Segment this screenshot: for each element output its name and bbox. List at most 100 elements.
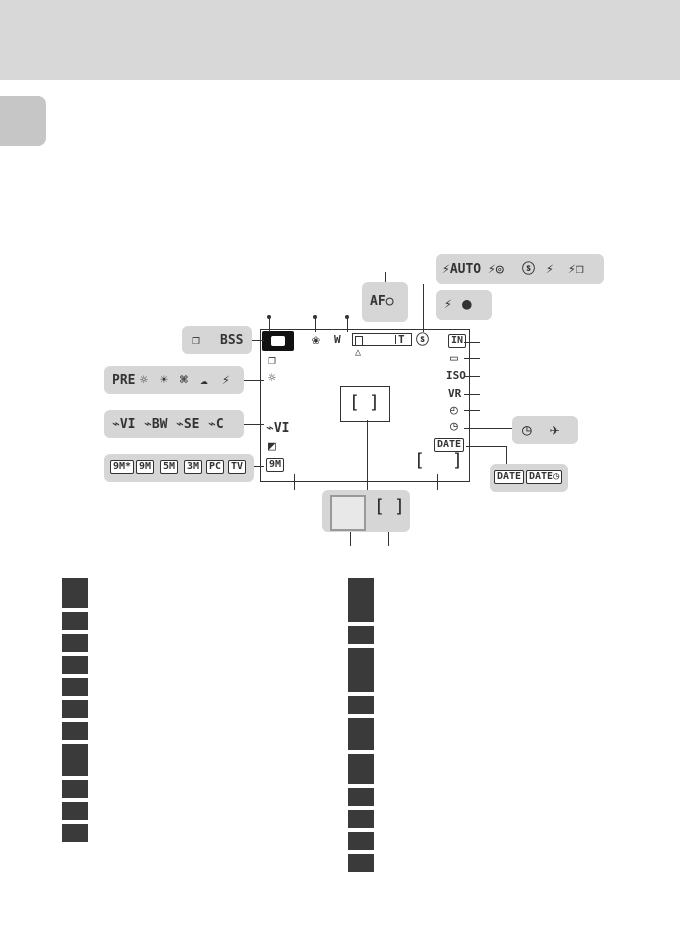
callout-line-11 bbox=[367, 420, 368, 490]
lcd-date-icon: DATE bbox=[434, 438, 465, 452]
lcd-memory-icon: IN bbox=[448, 334, 467, 348]
legend-right-10 bbox=[348, 854, 374, 872]
af-indicator-icon: AF○ bbox=[370, 294, 394, 309]
bss-icon: BSS bbox=[220, 333, 244, 348]
callout-line-6 bbox=[252, 340, 264, 341]
zoom-position-marker bbox=[355, 336, 363, 346]
legend-right-8 bbox=[348, 810, 374, 828]
image-3m-icon: 3M bbox=[184, 460, 203, 474]
wb-incandescent-icon: ☀ bbox=[160, 373, 168, 388]
lcd-continuous-icon: ❐ bbox=[268, 353, 276, 368]
callout-line-9 bbox=[254, 466, 264, 467]
zoom-wide-label: W bbox=[334, 333, 341, 346]
color-sepia-icon: ⌁SE bbox=[176, 417, 200, 432]
zoom-digital-tick bbox=[395, 335, 396, 344]
lcd-wb-icon: ☼ bbox=[268, 371, 276, 386]
callout-dot-2 bbox=[313, 315, 317, 319]
image-tv-icon: TV bbox=[228, 460, 247, 474]
color-vivid-icon: ⌁VI bbox=[112, 417, 136, 432]
wb-fluorescent-icon: ⌘ bbox=[180, 373, 188, 388]
zoom-bar bbox=[352, 333, 412, 346]
callout-line-3 bbox=[347, 318, 348, 332]
callout-line-14 bbox=[388, 532, 389, 546]
clock-modes-pill bbox=[512, 416, 578, 444]
wb-modes-pill bbox=[104, 366, 244, 394]
flash-off-icon: ⓢ bbox=[522, 262, 536, 277]
camera-icon bbox=[271, 336, 285, 346]
callout-line-20 bbox=[464, 428, 512, 429]
flash-ready-icon: ⚡ bbox=[444, 297, 452, 312]
lcd-vr-icon: VR bbox=[448, 387, 462, 400]
legend-right-9 bbox=[348, 832, 374, 850]
legend-left-6 bbox=[62, 700, 88, 718]
wb-daylight-icon: ☼ bbox=[140, 373, 148, 388]
continuous-icon: ❐ bbox=[192, 333, 200, 348]
macro-icon: ❀ bbox=[312, 333, 320, 348]
legend-left-1 bbox=[62, 578, 88, 608]
legend-left-2 bbox=[62, 612, 88, 630]
flash-ready-dot-icon: ● bbox=[462, 294, 472, 313]
legend-right-6 bbox=[348, 754, 374, 784]
callout-line-16 bbox=[464, 358, 480, 359]
focus-area-square bbox=[330, 495, 366, 531]
page-header-band bbox=[0, 0, 680, 80]
legend-right-5 bbox=[348, 718, 374, 750]
callout-line-1 bbox=[269, 318, 270, 332]
legend-right-7 bbox=[348, 788, 374, 806]
legend-left-4 bbox=[62, 656, 88, 674]
callout-line-17 bbox=[464, 376, 480, 377]
zoom-pointer-icon: △ bbox=[355, 347, 362, 358]
legend-right-2 bbox=[348, 626, 374, 644]
image-9m-icon: 9M bbox=[136, 460, 155, 474]
callout-line-18 bbox=[464, 394, 480, 395]
lcd-monitor bbox=[260, 329, 470, 482]
image-9m-star-icon: 9M* bbox=[110, 460, 135, 474]
callout-line-7 bbox=[244, 380, 264, 381]
home-clock-icon: ◷ bbox=[522, 420, 532, 439]
focus-bracket-left-icon: [ bbox=[374, 496, 385, 517]
legend-right-3 bbox=[348, 648, 374, 692]
af-bracket-left-icon: [ bbox=[349, 392, 360, 413]
legend-right-1 bbox=[348, 578, 374, 622]
continuous-modes-pill bbox=[182, 326, 252, 354]
section-tab-marker bbox=[0, 96, 46, 146]
lcd-battery-icon: ▭ bbox=[450, 351, 458, 366]
callout-line-22 bbox=[506, 446, 507, 464]
legend-left-7 bbox=[62, 722, 88, 740]
lcd-clock-icon: ◷ bbox=[450, 419, 458, 434]
lcd-flash-icon: ⓢ bbox=[416, 333, 430, 348]
legend-left-11 bbox=[62, 824, 88, 842]
date-imprint-icon: DATE bbox=[494, 470, 525, 484]
travel-clock-icon: ✈ bbox=[550, 420, 560, 439]
callout-line-4 bbox=[385, 272, 386, 282]
zoom-tele-label: T bbox=[398, 333, 405, 346]
legend-left-9 bbox=[62, 780, 88, 798]
callout-line-21 bbox=[466, 446, 506, 447]
lcd-iso-icon: ISO bbox=[446, 369, 466, 382]
flash-status-pill bbox=[436, 290, 492, 320]
legend-left-3 bbox=[62, 634, 88, 652]
legend-left-10 bbox=[62, 802, 88, 820]
flash-redeye-icon: ⚡◎ bbox=[488, 262, 504, 277]
callout-dot-3 bbox=[345, 315, 349, 319]
callout-line-19 bbox=[464, 410, 480, 411]
color-modes-pill bbox=[104, 410, 244, 438]
af-indicator-pill bbox=[362, 282, 408, 322]
wb-preset-icon: PRE bbox=[112, 373, 136, 388]
flash-slow-sync-icon: ⚡❒ bbox=[568, 262, 584, 277]
af-bracket-right-icon: ] bbox=[369, 392, 380, 413]
callout-line-10 bbox=[294, 474, 295, 490]
counter-bracket-left-icon: [ bbox=[414, 450, 425, 471]
lcd-image-mode-icon: 9M bbox=[266, 458, 285, 472]
wb-flash-icon: ⚡ bbox=[222, 373, 230, 388]
focus-bracket-right-icon: ] bbox=[394, 496, 405, 517]
lcd-color-icon: ⌁VI bbox=[266, 421, 290, 436]
image-5m-icon: 5M bbox=[160, 460, 179, 474]
flash-auto-icon: ⚡AUTO bbox=[442, 262, 482, 277]
legend-left-5 bbox=[62, 678, 88, 696]
lcd-self-timer-icon: ◴ bbox=[450, 403, 458, 418]
flash-fill-icon: ⚡ bbox=[546, 262, 554, 277]
callout-line-5 bbox=[423, 284, 424, 332]
flash-modes-pill bbox=[436, 254, 604, 284]
callout-line-8 bbox=[244, 424, 264, 425]
